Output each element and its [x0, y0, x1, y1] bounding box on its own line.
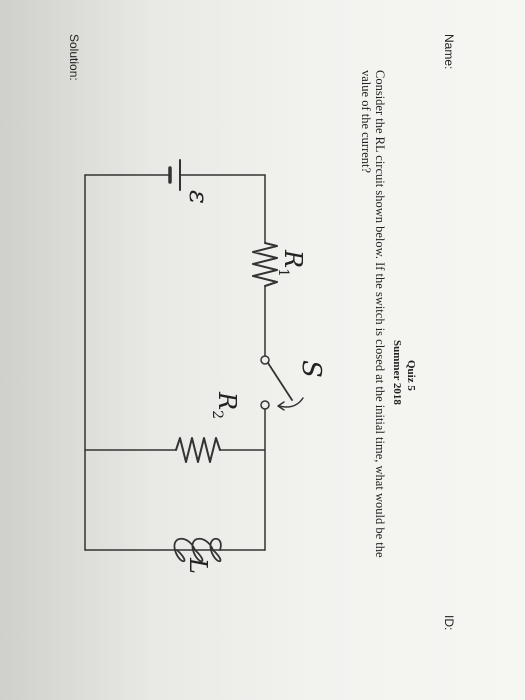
r2-label: R2 — [209, 391, 241, 419]
r1-label: R1 — [275, 249, 307, 277]
resistor-r2 — [175, 437, 221, 463]
switch-arrow-icon — [278, 397, 304, 408]
switch-blade — [267, 362, 293, 401]
switch-label: S — [296, 360, 326, 378]
solution-label: Solution: — [67, 34, 81, 81]
switch-arrowhead-icon — [277, 401, 285, 411]
inductor-l — [173, 537, 222, 563]
switch-right-terminal — [260, 400, 270, 410]
emf-symbol: ε — [183, 190, 213, 204]
resistor-r1 — [252, 242, 278, 287]
inductor-label: L — [184, 557, 212, 574]
switch-left-terminal — [260, 355, 270, 365]
